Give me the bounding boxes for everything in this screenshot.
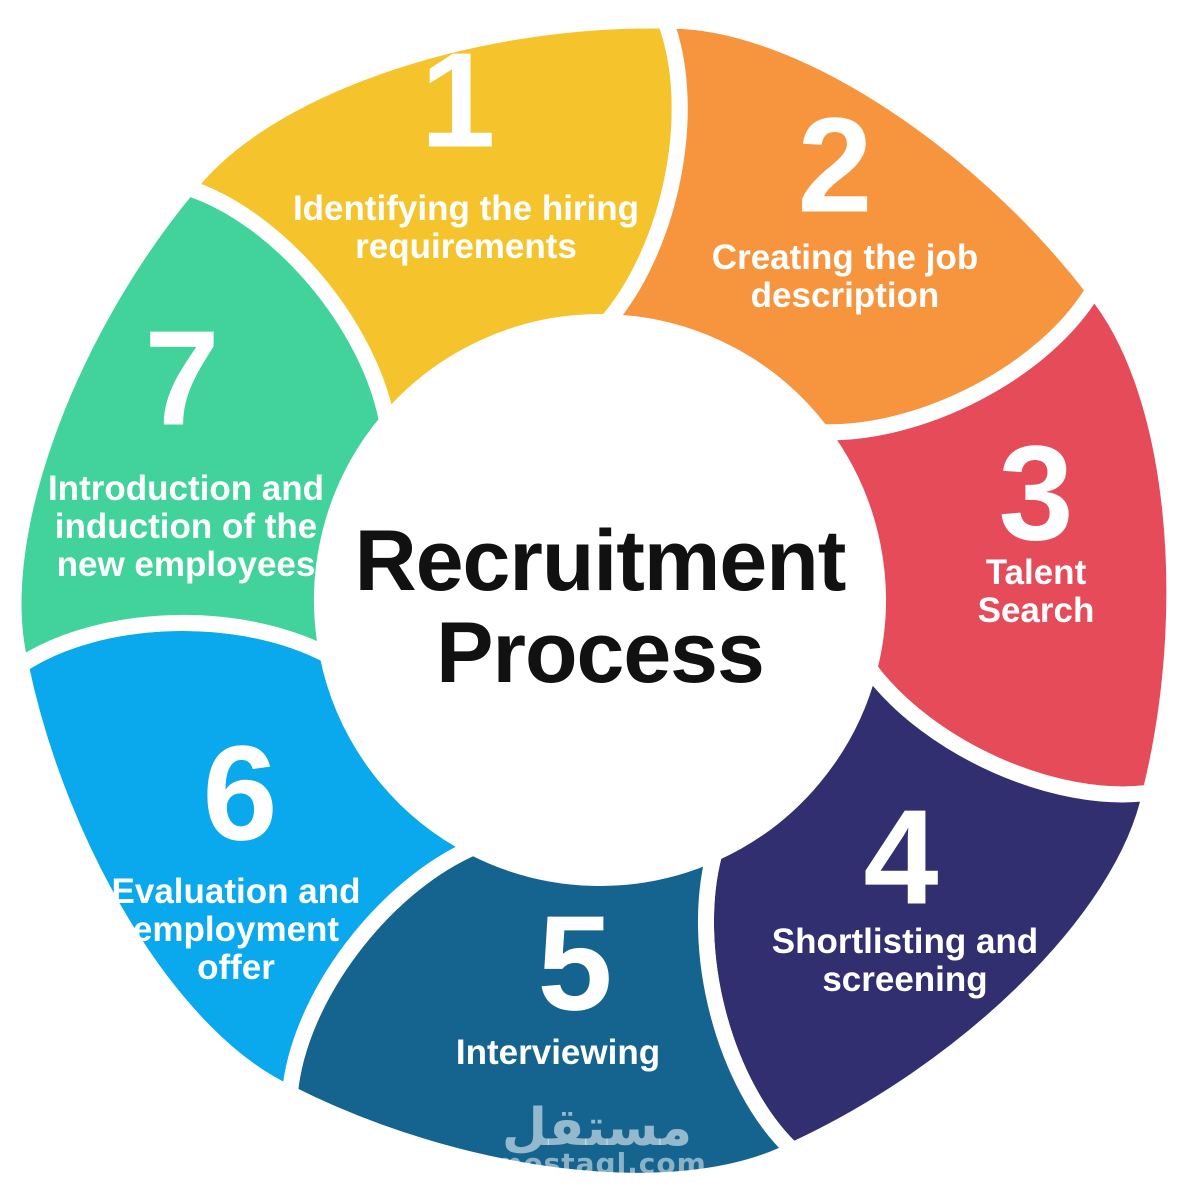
segment-7-number: 7 [144, 302, 220, 454]
segment-4-number: 4 [863, 781, 939, 933]
watermark-arabic-logo: مستقل [501, 1098, 693, 1158]
segment-1-number: 1 [420, 24, 496, 176]
segment-3-label: Talent Search [977, 553, 1095, 630]
segment-5-label: Interviewing [455, 1033, 661, 1072]
segment-1-label: Identifying the hiring requirements [292, 189, 640, 266]
segment-6-label: Evaluation and employment offer [111, 872, 361, 987]
segment-2-label: Creating the job description [711, 238, 979, 315]
segment-5-number: 5 [537, 887, 613, 1039]
segment-6-number: 6 [202, 717, 278, 869]
diagram-title: Recruitment Process [354, 513, 847, 701]
watermark-domain: mostaql.com [493, 1147, 707, 1180]
segment-7-label: Introduction and induction of the new em… [47, 469, 325, 584]
segment-2-number: 2 [797, 89, 873, 241]
segment-3-number: 3 [998, 417, 1074, 569]
segment-4-label: Shortlisting and screening [771, 922, 1039, 999]
